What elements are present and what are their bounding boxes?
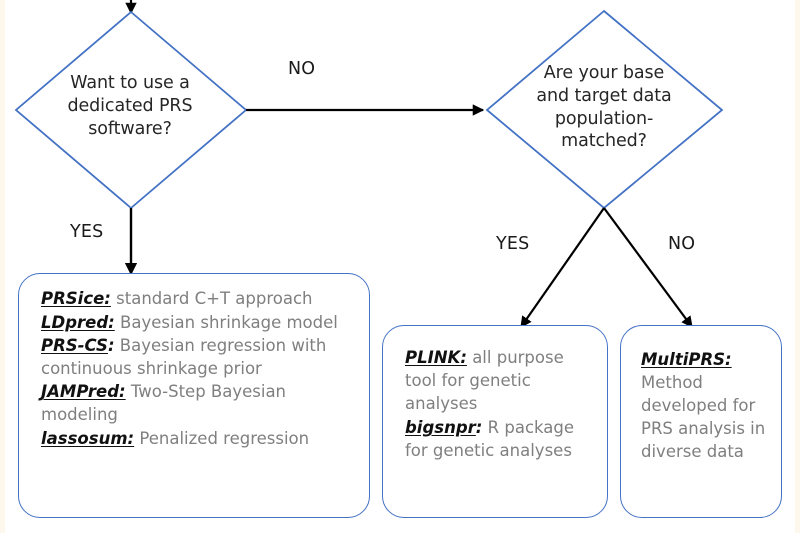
method-name: lassosum: xyxy=(41,428,135,448)
branch-label-no-population: NO xyxy=(668,234,696,254)
decision-label-software: Want to use a dedicated PRS software? xyxy=(67,73,193,139)
method-entry: LDpred: Bayesian shrinkage model xyxy=(41,312,353,335)
method-name: PRS-CS xyxy=(41,336,108,356)
method-name: bigsnpr xyxy=(405,418,476,438)
entry-list-diverse: MultiPRS: Method developed for PRS analy… xyxy=(621,326,781,474)
method-name: JAMPred: xyxy=(41,382,126,402)
method-entry: lassosum: Penalized regression xyxy=(41,428,353,451)
method-description: R package for genetic analyses xyxy=(405,418,575,461)
connector-no-to-diverse xyxy=(603,207,693,328)
connector-yes-to-matched xyxy=(520,207,605,328)
decision-label-population: Are your base and target data population… xyxy=(536,63,672,152)
method-description: Two-Step Bayesian modeling xyxy=(41,382,287,424)
branch-label-yes-population: YES xyxy=(496,234,530,254)
entry-list-matched: PLINK: all purpose tool for genetic anal… xyxy=(383,326,607,473)
method-name: PLINK: xyxy=(405,348,467,367)
method-description: Penalized regression xyxy=(134,428,310,448)
method-description: Method developed for PRS analysis in div… xyxy=(641,373,766,462)
page-edge-left xyxy=(0,0,5,533)
method-entry: PRSice: standard C+T approach xyxy=(41,288,353,311)
result-box-population-matched: PLINK: all purpose tool for genetic anal… xyxy=(382,325,608,518)
result-box-diverse-data: MultiPRS: Method developed for PRS analy… xyxy=(620,325,782,518)
method-entry: PLINK: all purpose tool for genetic anal… xyxy=(405,346,595,415)
method-description: standard C+T approach xyxy=(110,289,313,308)
method-name: LDpred: xyxy=(41,312,115,332)
method-entry: bigsnpr: R package for genetic analyses xyxy=(405,416,595,462)
method-description: Bayesian regression with continuous shri… xyxy=(41,336,327,378)
method-separator: : xyxy=(107,336,115,356)
method-entry: JAMPred: Two-Step Bayesian modeling xyxy=(41,381,353,426)
method-entry: MultiPRS: Method developed for PRS analy… xyxy=(641,348,771,463)
branch-label-no-software: NO xyxy=(288,59,316,79)
method-name: PRSice: xyxy=(41,289,111,308)
method-entry: PRS-CS: Bayesian regression with continu… xyxy=(41,335,353,380)
branch-label-yes-software: YES xyxy=(70,222,104,242)
method-description: Bayesian shrinkage model xyxy=(114,312,338,332)
page-edge-right xyxy=(795,0,800,533)
method-description: all purpose tool for genetic analyses xyxy=(405,348,564,414)
method-separator: : xyxy=(475,418,483,438)
method-name: MultiPRS: xyxy=(641,350,732,369)
